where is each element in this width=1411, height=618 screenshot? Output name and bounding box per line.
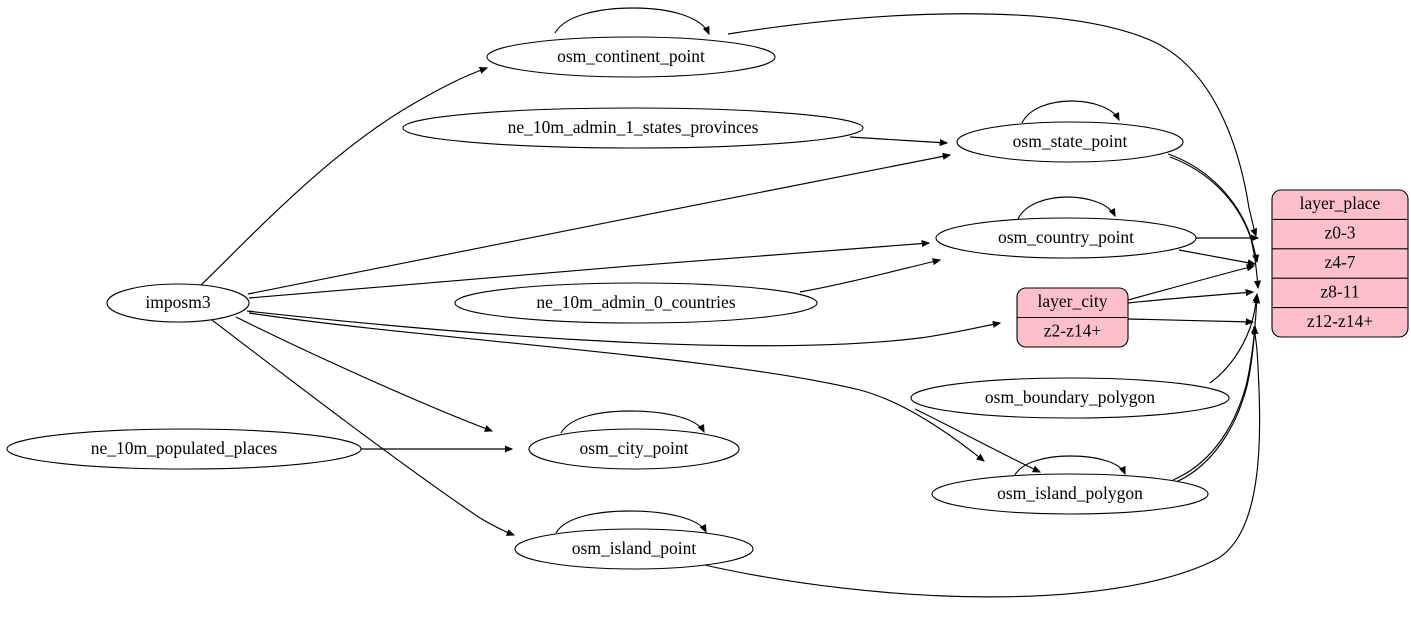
- edge-layer_city-to-layer_place-z12_z14: [1127, 319, 1253, 322]
- record-nodes-group: layer_place z0-3 z4-7 z8-11 z12-z14+ lay…: [1016, 189, 1409, 348]
- record-row-z8-11: z8-11: [1320, 282, 1359, 302]
- edge-osm_boundary_polygon-to-layer_place-z8_11: [1209, 294, 1257, 384]
- node-osm_island_point[interactable]: osm_island_point: [514, 528, 754, 570]
- node-shape-ellipse: [454, 282, 818, 324]
- node-label: osm_island_point: [572, 538, 697, 558]
- node-osm_boundary_polygon[interactable]: osm_boundary_polygon: [910, 377, 1230, 419]
- node-shape-ellipse: [935, 217, 1197, 259]
- node-label: osm_boundary_polygon: [985, 387, 1155, 407]
- record-row-z2-z14plus: z2-z14+: [1044, 321, 1102, 341]
- node-label: osm_country_point: [998, 227, 1134, 247]
- edge-osm_boundary_polygon-to-osm_island_polygon: [914, 408, 1040, 472]
- edge-osm_island_polygon-to-layer_place-z8_11: [1172, 296, 1257, 481]
- node-shape-ellipse: [106, 283, 250, 323]
- node-shape-ellipse: [6, 428, 362, 470]
- node-osm_country_point[interactable]: osm_country_point: [935, 217, 1197, 259]
- edge-imposm3-to-osm_island_polygon: [248, 312, 984, 461]
- edge-self-loop-osm_city_point: [560, 410, 704, 434]
- node-label: osm_state_point: [1013, 131, 1128, 151]
- record-row-layer_city-title: layer_city: [1038, 291, 1108, 311]
- edges-group: [200, 7, 1261, 598]
- record-node-background: [1271, 189, 1409, 338]
- edge-ne_10m_admin_1_states_provinces-to-osm_state_point: [849, 136, 947, 143]
- record-node-layer_city[interactable]: layer_city z2-z14+: [1016, 287, 1129, 348]
- record-row-z4-7: z4-7: [1324, 252, 1355, 272]
- node-shape-ellipse: [910, 377, 1230, 419]
- node-label: osm_city_point: [580, 438, 689, 458]
- edge-osm_island_polygon-to-layer_place-z12_z14: [1175, 326, 1255, 483]
- node-ne_10m_populated_places[interactable]: ne_10m_populated_places: [6, 428, 362, 470]
- edge-osm_state_point-to-layer_place-z8_11: [1169, 156, 1258, 288]
- node-ne_10m_admin_1_states_provinces[interactable]: ne_10m_admin_1_states_provinces: [402, 107, 864, 149]
- record-row-z12-z14plus: z12-z14+: [1307, 311, 1373, 331]
- edge-self-loop-osm_island_polygon: [1014, 455, 1126, 476]
- node-shape-ellipse: [528, 428, 740, 470]
- edge-imposm3-to-osm_island_point: [211, 319, 514, 535]
- node-osm_city_point[interactable]: osm_city_point: [528, 428, 740, 470]
- edge-layer_city-to-layer_place-z4_7: [1127, 266, 1254, 301]
- node-osm_continent_point[interactable]: osm_continent_point: [486, 36, 776, 78]
- edge-self-loop-osm_continent_point: [554, 7, 710, 34]
- edge-self-loop-osm_country_point: [1017, 196, 1115, 220]
- record-row-layer_place-title: layer_place: [1300, 193, 1381, 213]
- node-label: imposm3: [145, 292, 210, 312]
- node-shape-ellipse: [486, 36, 776, 78]
- edge-self-loop-osm_state_point: [1021, 100, 1119, 124]
- edge-osm_island_point-to-layer_place-z12_z14: [699, 327, 1261, 598]
- node-shape-ellipse: [931, 473, 1209, 515]
- edge-layer_city-to-layer_place-z8_11: [1127, 292, 1253, 304]
- node-shape-ellipse: [402, 107, 864, 149]
- node-shape-ellipse: [514, 528, 754, 570]
- edge-imposm3-to-osm_state_point: [247, 155, 950, 295]
- node-shape-ellipse: [956, 121, 1184, 163]
- edge-osm_country_point-to-layer_place-z4_7: [1178, 249, 1255, 264]
- record-node-layer_place[interactable]: layer_place z0-3 z4-7 z8-11 z12-z14+: [1271, 189, 1409, 338]
- node-label: osm_island_polygon: [997, 483, 1143, 503]
- node-label: ne_10m_admin_0_countries: [536, 292, 735, 312]
- node-ne_10m_admin_0_countries[interactable]: ne_10m_admin_0_countries: [454, 282, 818, 324]
- edge-ne_10m_admin_0_countries-to-osm_country_point: [799, 260, 940, 293]
- node-label: ne_10m_admin_1_states_provinces: [508, 117, 759, 137]
- node-imposm3[interactable]: imposm3: [106, 283, 250, 323]
- edge-osm_continent_point-to-layer_place-z0_3: [727, 13, 1256, 236]
- edge-imposm3-to-osm_continent_point: [200, 68, 487, 286]
- node-label: ne_10m_populated_places: [91, 438, 278, 458]
- record-row-z0-3: z0-3: [1324, 223, 1355, 243]
- node-osm_island_polygon[interactable]: osm_island_polygon: [931, 473, 1209, 515]
- nodes-group: imposm3 ne_10m_admin_1_states_provinces …: [6, 36, 1230, 570]
- edge-imposm3-to-osm_country_point: [248, 243, 929, 299]
- edge-imposm3-to-osm_city_point: [235, 316, 492, 431]
- node-label: osm_continent_point: [557, 46, 705, 66]
- edge-imposm3-to-layer_city: [246, 310, 1000, 347]
- node-osm_state_point[interactable]: osm_state_point: [956, 121, 1184, 163]
- edge-self-loop-osm_island_point: [555, 510, 706, 534]
